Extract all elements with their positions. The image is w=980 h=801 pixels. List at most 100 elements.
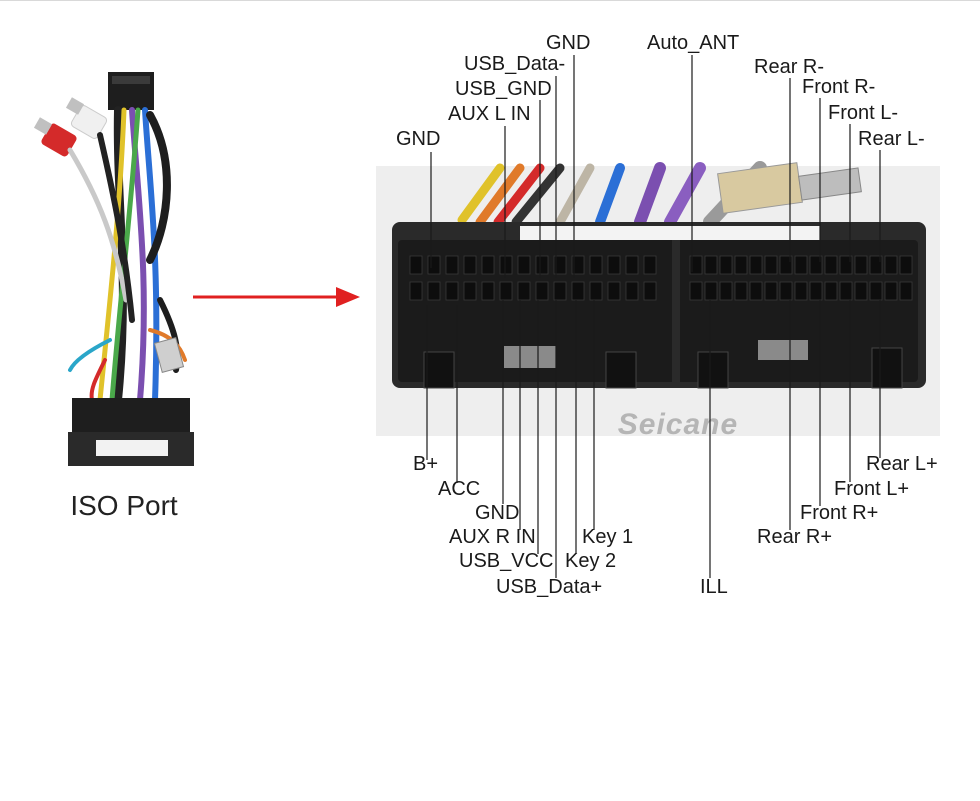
pin-cavity (463, 281, 477, 301)
label-rear-r-plus: Rear R+ (757, 526, 832, 548)
red-arrow (193, 287, 360, 307)
pin-cavity (809, 255, 823, 275)
pin-cavity (734, 255, 748, 275)
pin-cavity (839, 255, 853, 275)
key-slot-right (758, 340, 808, 360)
pin-cavity (625, 281, 639, 301)
pin-cavity (409, 255, 423, 275)
pin-cavity (734, 281, 748, 301)
label-ill: ILL (700, 576, 728, 598)
pin-cavity (643, 255, 657, 275)
usb-plug (153, 337, 185, 373)
label-gnd-left: GND (396, 128, 440, 150)
label-usb-data-plus: USB_Data+ (496, 576, 602, 598)
label-usb-vcc: USB_VCC (459, 550, 553, 572)
label-key-1: Key 1 (582, 526, 633, 548)
label-aux-l-in: AUX L IN (448, 103, 531, 125)
label-front-r-plus: Front R+ (800, 502, 878, 524)
pin-cavity (884, 255, 898, 275)
latch-3 (697, 351, 729, 389)
label-b-plus: B+ (413, 453, 438, 475)
seicane-watermark: Seicane (618, 408, 738, 441)
pin-cavity (643, 281, 657, 301)
pin-cavity (884, 281, 898, 301)
pin-cavity (779, 255, 793, 275)
pin-cavity (589, 281, 603, 301)
pin-cavity (779, 281, 793, 301)
label-rear-l-plus: Rear L+ (866, 453, 938, 475)
pin-cavity (899, 255, 913, 275)
bottom-pin-labels: B+ ACC GND AUX R IN USB_VCC USB_Data+ Ke… (413, 453, 938, 598)
pin-cavity (899, 281, 913, 301)
label-key-2: Key 2 (565, 550, 616, 572)
pin-cavity (499, 255, 513, 275)
pin-cavity (764, 281, 778, 301)
pin-cavity (794, 255, 808, 275)
pin-cavity (839, 281, 853, 301)
top-divider (0, 0, 980, 1)
pin-cavity (689, 255, 703, 275)
iso-harness-illustration: ISO Port (33, 72, 194, 521)
top-leader-lines (430, 55, 881, 278)
latch-2 (605, 351, 637, 389)
pin-cavity (809, 281, 823, 301)
pin-cavity (571, 255, 585, 275)
pin-cavity (625, 255, 639, 275)
pin-cavity (689, 281, 703, 301)
pin-cavity (517, 255, 531, 275)
pin-cavity (427, 255, 441, 275)
rca-plug-red (33, 117, 77, 157)
pin-cavity (481, 255, 495, 275)
label-gnd-top: GND (546, 32, 590, 54)
connector-label-sticker (520, 226, 820, 240)
pin-cavity (824, 281, 838, 301)
pin-cavities (409, 255, 913, 301)
pin-cavity (535, 281, 549, 301)
label-acc: ACC (438, 478, 480, 500)
pin-cavity (749, 255, 763, 275)
pin-cavity (463, 255, 477, 275)
connector-divider (672, 240, 680, 382)
label-usb-data-minus: USB_Data- (464, 53, 565, 75)
pin-cavity (749, 281, 763, 301)
pin-cavity (869, 255, 883, 275)
label-rear-r-minus: Rear R- (754, 56, 824, 78)
latch-4 (871, 347, 903, 389)
pin-cavity (704, 255, 718, 275)
pin-cavity (571, 281, 585, 301)
pin-cavity (704, 281, 718, 301)
pin-cavity (499, 281, 513, 301)
top-plug-slot (112, 76, 150, 84)
photo-usb-metal (798, 167, 862, 201)
iso-connector-sticker (96, 440, 168, 456)
label-auto-ant: Auto_ANT (647, 32, 739, 54)
pin-cavity (535, 255, 549, 275)
pin-cavity (481, 281, 495, 301)
key-slot-left (504, 346, 556, 368)
pin-cavity (553, 281, 567, 301)
pin-cavity (517, 281, 531, 301)
pin-cavity (869, 281, 883, 301)
pin-cavity (719, 281, 733, 301)
pin-cavity (607, 255, 621, 275)
pin-cavity (854, 281, 868, 301)
iso-connector-body (72, 398, 190, 432)
pin-cavity (409, 281, 423, 301)
pin-cavity (794, 281, 808, 301)
pin-cavity (824, 255, 838, 275)
pin-cavity (719, 255, 733, 275)
pin-cavity (764, 255, 778, 275)
connector-photo: Seicane (376, 161, 940, 441)
top-pin-labels: GND AUX L IN USB_GND USB_Data- GND Auto_… (396, 32, 925, 150)
pin-cavity (553, 255, 567, 275)
label-front-r-minus: Front R- (802, 76, 875, 98)
bottom-leader-lines (426, 300, 881, 578)
label-front-l-plus: Front L+ (834, 478, 909, 500)
pin-cavity (589, 255, 603, 275)
pin-cavity (445, 255, 459, 275)
pin-cavity (607, 281, 621, 301)
iso-port-caption: ISO Port (70, 490, 178, 521)
label-rear-l-minus: Rear L- (858, 128, 925, 150)
rca-plug-white (65, 97, 108, 139)
